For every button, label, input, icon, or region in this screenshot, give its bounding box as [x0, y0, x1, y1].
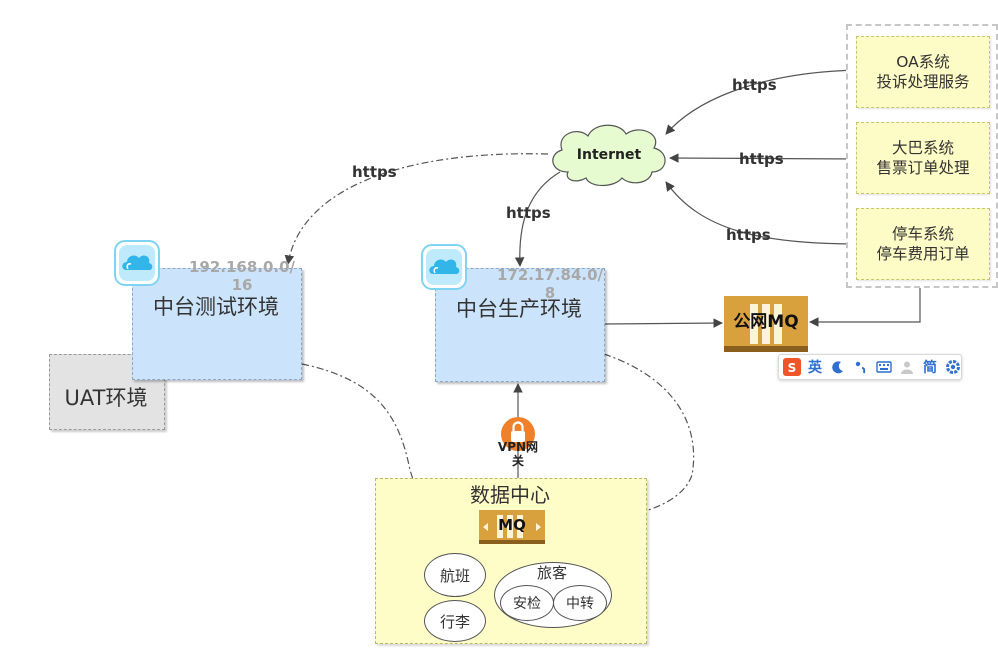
test-environment-ip: 192.168.0.0/ 16 — [186, 258, 298, 294]
prod-ip-line1: 172.17.84.0/ — [496, 266, 604, 284]
flight-node[interactable]: 航班 — [424, 553, 486, 597]
test-environment-title: 中台测试环境 — [153, 295, 279, 320]
label-oa-https: https — [732, 76, 777, 94]
moon-icon[interactable] — [829, 357, 847, 377]
passenger-label: 旅客 — [536, 564, 567, 583]
connector-oa-internet — [665, 69, 859, 135]
connector-prod-dc-mq — [545, 353, 695, 530]
cloud-server-icon — [421, 244, 467, 290]
parking-system-name: 停车系统 — [891, 224, 954, 243]
test-environment-box[interactable] — [132, 268, 302, 380]
internet-cloud[interactable]: Internet — [546, 122, 672, 188]
data-center-mq-label: MQ — [498, 516, 526, 535]
label-internet-prod-https: https — [506, 204, 551, 222]
oa-system-desc: 投诉处理服务 — [876, 73, 970, 91]
bus-system-desc: 售票订单处理 — [876, 159, 970, 177]
bus-system-name: 大巴系统 — [891, 138, 954, 157]
punctuation-icon[interactable] — [852, 357, 870, 377]
connector-systems-public-mq — [809, 285, 921, 327]
transfer-node[interactable]: 中转 — [553, 585, 607, 621]
bus-system-box[interactable]: 大巴系统 售票订单处理 — [856, 122, 990, 194]
data-center-mq-node[interactable]: MQ — [479, 510, 545, 544]
vpn-lock-icon[interactable] — [500, 414, 536, 452]
connector-bus-internet — [669, 153, 859, 163]
connector-test-dc-mq — [301, 363, 481, 528]
oa-system-name: OA系统 — [896, 52, 950, 71]
internet-label: Internet — [576, 146, 642, 163]
prod-environment-title: 中台生产环境 — [456, 297, 582, 322]
cloud-server-icon — [114, 240, 160, 286]
vpn-label-line1: VPN网 — [497, 440, 539, 454]
uat-environment-title: UAT环境 — [64, 386, 148, 411]
cloud-shape-icon — [552, 124, 666, 187]
keyboard-icon[interactable] — [875, 357, 893, 377]
connector-internet-prod — [514, 171, 561, 267]
parking-system-box[interactable]: 停车系统 停车费用订单 — [856, 208, 990, 280]
parking-system-desc: 停车费用订单 — [876, 245, 970, 263]
settings-icon[interactable] — [944, 357, 962, 377]
message-queue-icon — [724, 296, 808, 352]
connector-parking-internet — [665, 181, 859, 245]
test-ip-line2: 16 — [231, 276, 253, 294]
user-icon[interactable] — [898, 357, 916, 377]
security-node[interactable]: 安检 — [500, 585, 554, 621]
public-mq-node[interactable]: 公网MQ — [724, 296, 808, 352]
message-queue-icon — [479, 510, 545, 544]
ime-toolbar[interactable]: S 英 简 — [778, 354, 962, 380]
baggage-node[interactable]: 行李 — [424, 600, 486, 642]
ime-mode-toggle[interactable]: 简 — [923, 360, 937, 376]
connector-prod-public-mq — [603, 318, 723, 328]
prod-environment-ip: 172.17.84.0/ 8 — [494, 266, 606, 302]
prod-ip-line2: 8 — [544, 284, 556, 302]
data-center-title: 数据中心 — [470, 483, 550, 507]
ime-language-toggle[interactable]: 英 — [808, 360, 822, 376]
test-ip-line1: 192.168.0.0/ — [188, 258, 296, 276]
label-parking-https: https — [726, 226, 771, 244]
public-mq-label: 公网MQ — [733, 311, 799, 332]
label-bus-https: https — [739, 150, 784, 168]
sogou-logo-icon[interactable]: S — [783, 357, 801, 377]
vpn-label-line2: 关 — [511, 454, 524, 468]
label-internet-test-https: https — [352, 163, 397, 181]
svg-text:S: S — [788, 361, 797, 375]
connector-internet-test — [284, 153, 549, 265]
oa-system-box[interactable]: OA系统 投诉处理服务 — [856, 36, 990, 108]
vpn-gateway-label: VPN网 关 — [488, 440, 548, 468]
